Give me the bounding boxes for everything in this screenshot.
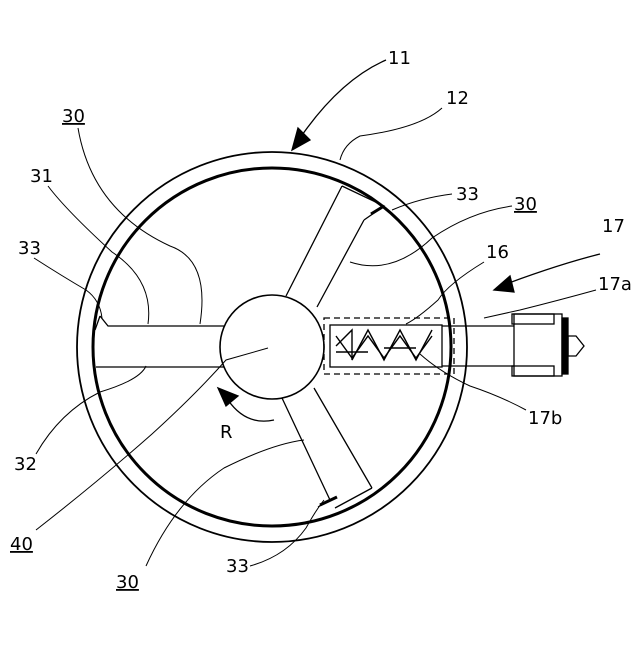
- shaft-end: [568, 336, 584, 356]
- label-40: 40: [10, 534, 33, 555]
- label-32: 32: [14, 454, 37, 475]
- label-33-bottom: 33: [226, 556, 249, 577]
- label-17b: 17b: [528, 408, 562, 429]
- label-33-left: 33: [18, 238, 41, 259]
- rotation-arrowhead: [218, 388, 238, 406]
- label-11: 11: [388, 48, 411, 69]
- label-30-top-left: 30: [62, 106, 85, 127]
- left-blade: [96, 316, 224, 367]
- motor-bracket: [514, 314, 562, 376]
- arrow-11: [300, 60, 386, 138]
- label-12: 12: [446, 88, 469, 109]
- arrow-17: [506, 254, 600, 284]
- upper-blade: [286, 186, 364, 307]
- label-33-top-right: 33: [456, 184, 479, 205]
- upper-blade-tip: [342, 186, 384, 220]
- label-30-bottom: 30: [116, 572, 139, 593]
- label-16: 16: [486, 242, 509, 263]
- label-R: R: [220, 422, 233, 443]
- central-hub: [220, 295, 324, 399]
- feed-tube: [442, 326, 514, 366]
- screw-flights: [336, 330, 432, 360]
- rotation-arc: [228, 400, 274, 421]
- lower-blade: [282, 388, 372, 500]
- label-30-right: 30: [514, 194, 537, 215]
- label-17: 17: [602, 216, 625, 237]
- label-31: 31: [30, 166, 53, 187]
- label-17a: 17a: [598, 274, 632, 295]
